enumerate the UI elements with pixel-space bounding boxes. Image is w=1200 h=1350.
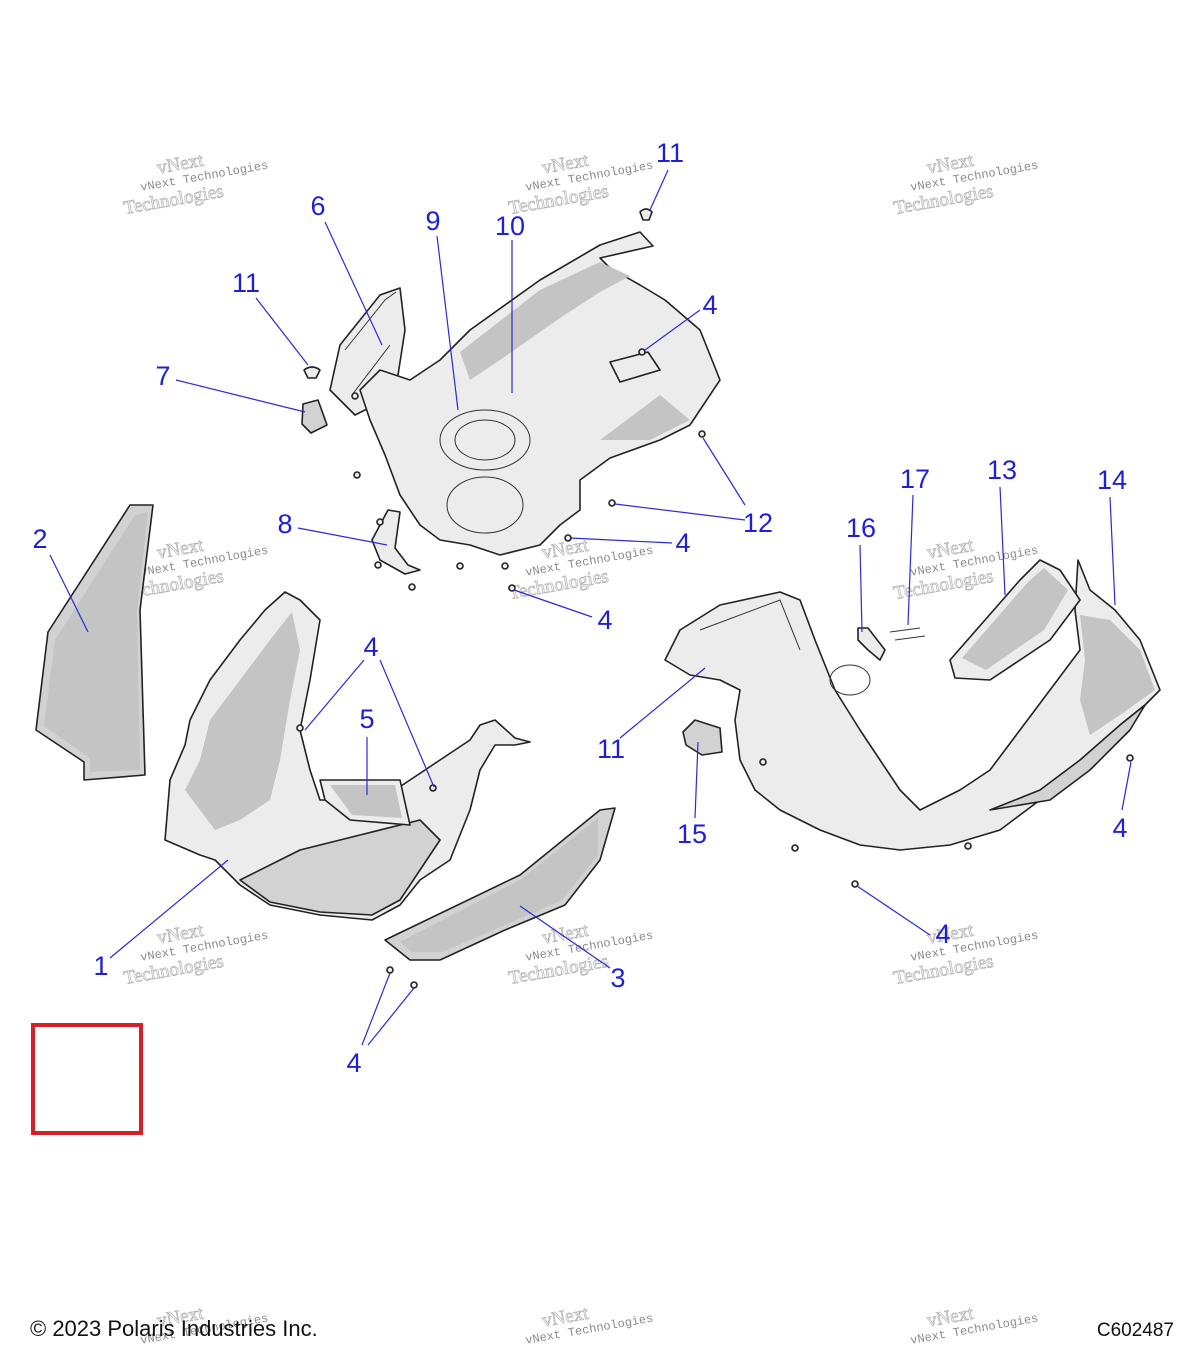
fastener-icon — [351, 392, 359, 400]
callout-label: 4 — [1112, 813, 1127, 843]
fastener-icon — [456, 562, 464, 570]
fastener-icon — [1126, 754, 1134, 762]
fastener-icon — [501, 562, 509, 570]
part-1-belly-pan — [164, 591, 531, 921]
callout-label: 5 — [359, 704, 374, 734]
watermark: vNext vNext Technologies Technologies — [892, 149, 1040, 219]
fastener-icon — [386, 966, 394, 974]
callout-label: 9 — [425, 206, 440, 236]
callout-labels: 11 6 9 10 11 4 7 12 8 4 2 4 4 5 17 13 14… — [32, 138, 1127, 1078]
red-box-marker — [31, 1023, 143, 1135]
watermark: vNext vNext Technologies Technologies — [122, 919, 270, 989]
callout-label: 11 — [597, 734, 625, 764]
watermark: vNext vNext Technologies — [524, 1302, 654, 1348]
fastener-icon — [410, 981, 418, 989]
callout-label: 2 — [32, 524, 47, 554]
fastener-icon — [376, 518, 384, 526]
part-3-lower-panel — [384, 807, 616, 961]
callout-label: 12 — [743, 508, 773, 538]
callout-label: 17 — [900, 464, 930, 494]
part-16-clip — [857, 627, 886, 661]
part-13-windscreen-panel — [949, 559, 1081, 681]
fastener-icon — [791, 844, 799, 852]
part-11-pushpin-top — [639, 208, 653, 221]
watermark: vNext vNext Technologies Technologies — [122, 149, 270, 219]
callout-label: 7 — [155, 361, 170, 391]
fastener-icon — [608, 499, 616, 507]
part-15-cap — [682, 719, 723, 756]
callout-label: 4 — [346, 1048, 361, 1078]
watermark: vNext vNext Technologies — [909, 1302, 1039, 1348]
watermark: vNext vNext Technologies Technologies — [507, 149, 655, 219]
callout-label: 13 — [987, 455, 1017, 485]
callout-label: 15 — [677, 819, 707, 849]
part-9-skid-plate — [359, 231, 721, 556]
copyright-text: © 2023 Polaris Industries Inc. — [30, 1316, 318, 1341]
callout-label: 4 — [675, 528, 690, 558]
callout-label: 11 — [656, 138, 684, 168]
fastener-icon — [374, 561, 382, 569]
leader-lines — [49, 169, 1132, 1046]
fastener-icon — [408, 583, 416, 591]
callout-label: 6 — [310, 191, 325, 221]
fastener-icon — [353, 471, 361, 479]
fastener-icon — [508, 584, 516, 592]
part-2-side-panel — [35, 504, 154, 781]
callout-label: 11 — [232, 268, 260, 298]
callout-label: 3 — [610, 963, 625, 993]
part-7-clip — [301, 399, 328, 434]
diagram-code: C602487 — [1096, 1320, 1174, 1341]
fastener-icon — [638, 348, 646, 356]
callout-label: 14 — [1097, 465, 1127, 495]
callout-label: 8 — [277, 509, 292, 539]
part-8-bracket — [371, 509, 421, 575]
fastener-icon — [698, 430, 706, 438]
fasteners — [296, 348, 1134, 989]
fastener-icon — [964, 842, 972, 850]
callout-label: 1 — [93, 951, 108, 981]
part-14-right-shroud — [664, 559, 1161, 851]
fastener-icon — [851, 880, 859, 888]
callout-label: 10 — [495, 211, 525, 241]
callout-label: 4 — [702, 290, 717, 320]
callout-label: 4 — [597, 605, 612, 635]
callout-label: 4 — [935, 919, 950, 949]
fastener-icon — [759, 758, 767, 766]
part-11-pushpin-upper-left — [303, 366, 321, 379]
part-17-rivets — [889, 627, 926, 641]
callout-label: 16 — [846, 513, 876, 543]
callout-label: 4 — [363, 632, 378, 662]
fastener-icon — [296, 724, 304, 732]
